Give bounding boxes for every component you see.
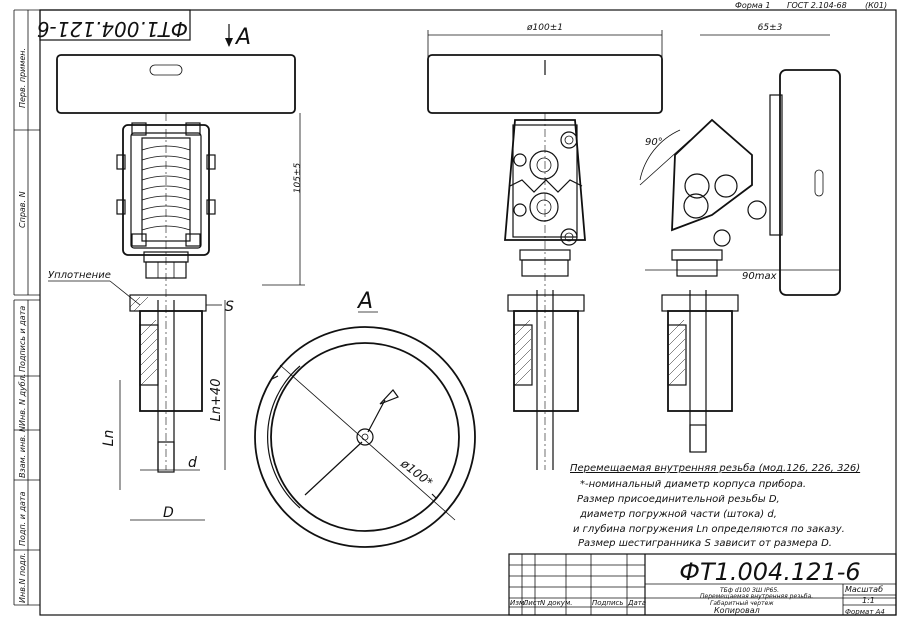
margin-inv-podl: Инв.N подл. bbox=[18, 553, 27, 603]
stamp-scale-label: Масштаб bbox=[845, 585, 883, 594]
dim-d-small: d bbox=[188, 455, 197, 471]
margin-sprav-n: Справ. N bbox=[18, 191, 27, 228]
dim-ln: Ln bbox=[101, 430, 117, 447]
dim-ln40: Ln+40 bbox=[209, 379, 224, 422]
view-a-arrow-label: А bbox=[234, 25, 251, 50]
stamp-scale-value: 1:1 bbox=[862, 596, 875, 605]
stamp-col-list: Лист bbox=[522, 599, 542, 607]
dim-d-big: D bbox=[163, 505, 174, 521]
margin-vzam-inv: Взам. инв. N bbox=[18, 426, 27, 478]
title-block bbox=[508, 553, 897, 616]
tilted-view: 65±3 90° 90max bbox=[639, 23, 841, 453]
dim-angle: 90° bbox=[645, 137, 663, 148]
stamp-copied: Копировал bbox=[714, 606, 760, 615]
stamp-desc-1: ТБф d100 ЗШ IP65. bbox=[720, 587, 779, 594]
stamp-col-izm: Изм. bbox=[510, 599, 526, 607]
stamp-col-sign: Подпись bbox=[592, 599, 624, 607]
dim-offset-65: 65±3 bbox=[758, 23, 783, 33]
left-margin-columns bbox=[13, 9, 40, 606]
stamp-drawing-code: ФТ1.004.121-6 bbox=[679, 558, 860, 586]
view-a-dial: А ø100* bbox=[254, 289, 476, 548]
header-standard: ГОСТ 2.104-68 bbox=[787, 1, 847, 10]
stamp-format: Формат А4 bbox=[845, 608, 885, 616]
margin-podp-data-1: Подпись и дата bbox=[18, 306, 27, 372]
top-left-code: ФТ1.004.121-6 bbox=[37, 17, 188, 41]
label-hex-s: S bbox=[225, 299, 234, 315]
margin-perv-primen: Перв. примен. bbox=[18, 48, 27, 108]
top-code-box bbox=[39, 9, 191, 41]
notes-line-2: Размер присоединительной резьбы D, bbox=[577, 493, 780, 505]
notes-line-4: и глубина погружения Ln определяются по … bbox=[573, 523, 845, 535]
dim-diameter-top: ø100±1 bbox=[526, 23, 563, 33]
front-view: А bbox=[48, 24, 305, 521]
notes-line-3: диаметр погружной части (штока) d, bbox=[579, 509, 777, 520]
margin-inv-dubl: Инв. N дубл. bbox=[18, 374, 27, 426]
header-code: (К01) bbox=[865, 1, 887, 10]
dim-height: 105±5 bbox=[293, 163, 303, 194]
dim-dial-diameter: ø100* bbox=[397, 456, 435, 490]
margin-podp-data-2: Подп. и дата bbox=[18, 491, 27, 546]
stamp-desc-3: Габаритный чертеж bbox=[710, 600, 774, 607]
frame-border bbox=[39, 9, 897, 616]
view-a-title: А bbox=[356, 289, 373, 314]
stamp-col-ndoc: N докум. bbox=[540, 599, 572, 607]
notes-line-5: Размер шестигранника S зависит от размер… bbox=[578, 538, 832, 549]
notes-block: Перемещаемая внутренняя резьба (мод.126,… bbox=[570, 462, 860, 549]
notes-line-1: *-номинальный диаметр корпуса прибора. bbox=[580, 478, 806, 490]
notes-title: Перемещаемая внутренняя резьба (мод.126,… bbox=[570, 462, 860, 474]
stamp-col-date: Дата bbox=[627, 599, 646, 607]
dim-depth-90: 90max bbox=[742, 271, 777, 282]
side-view: ø100±1 bbox=[427, 23, 663, 470]
stamp-desc-2: Перемещаемая внутренняя резьба. bbox=[700, 593, 813, 600]
label-seal: Уплотнение bbox=[48, 270, 111, 281]
header-form: Форма 1 bbox=[735, 1, 770, 10]
